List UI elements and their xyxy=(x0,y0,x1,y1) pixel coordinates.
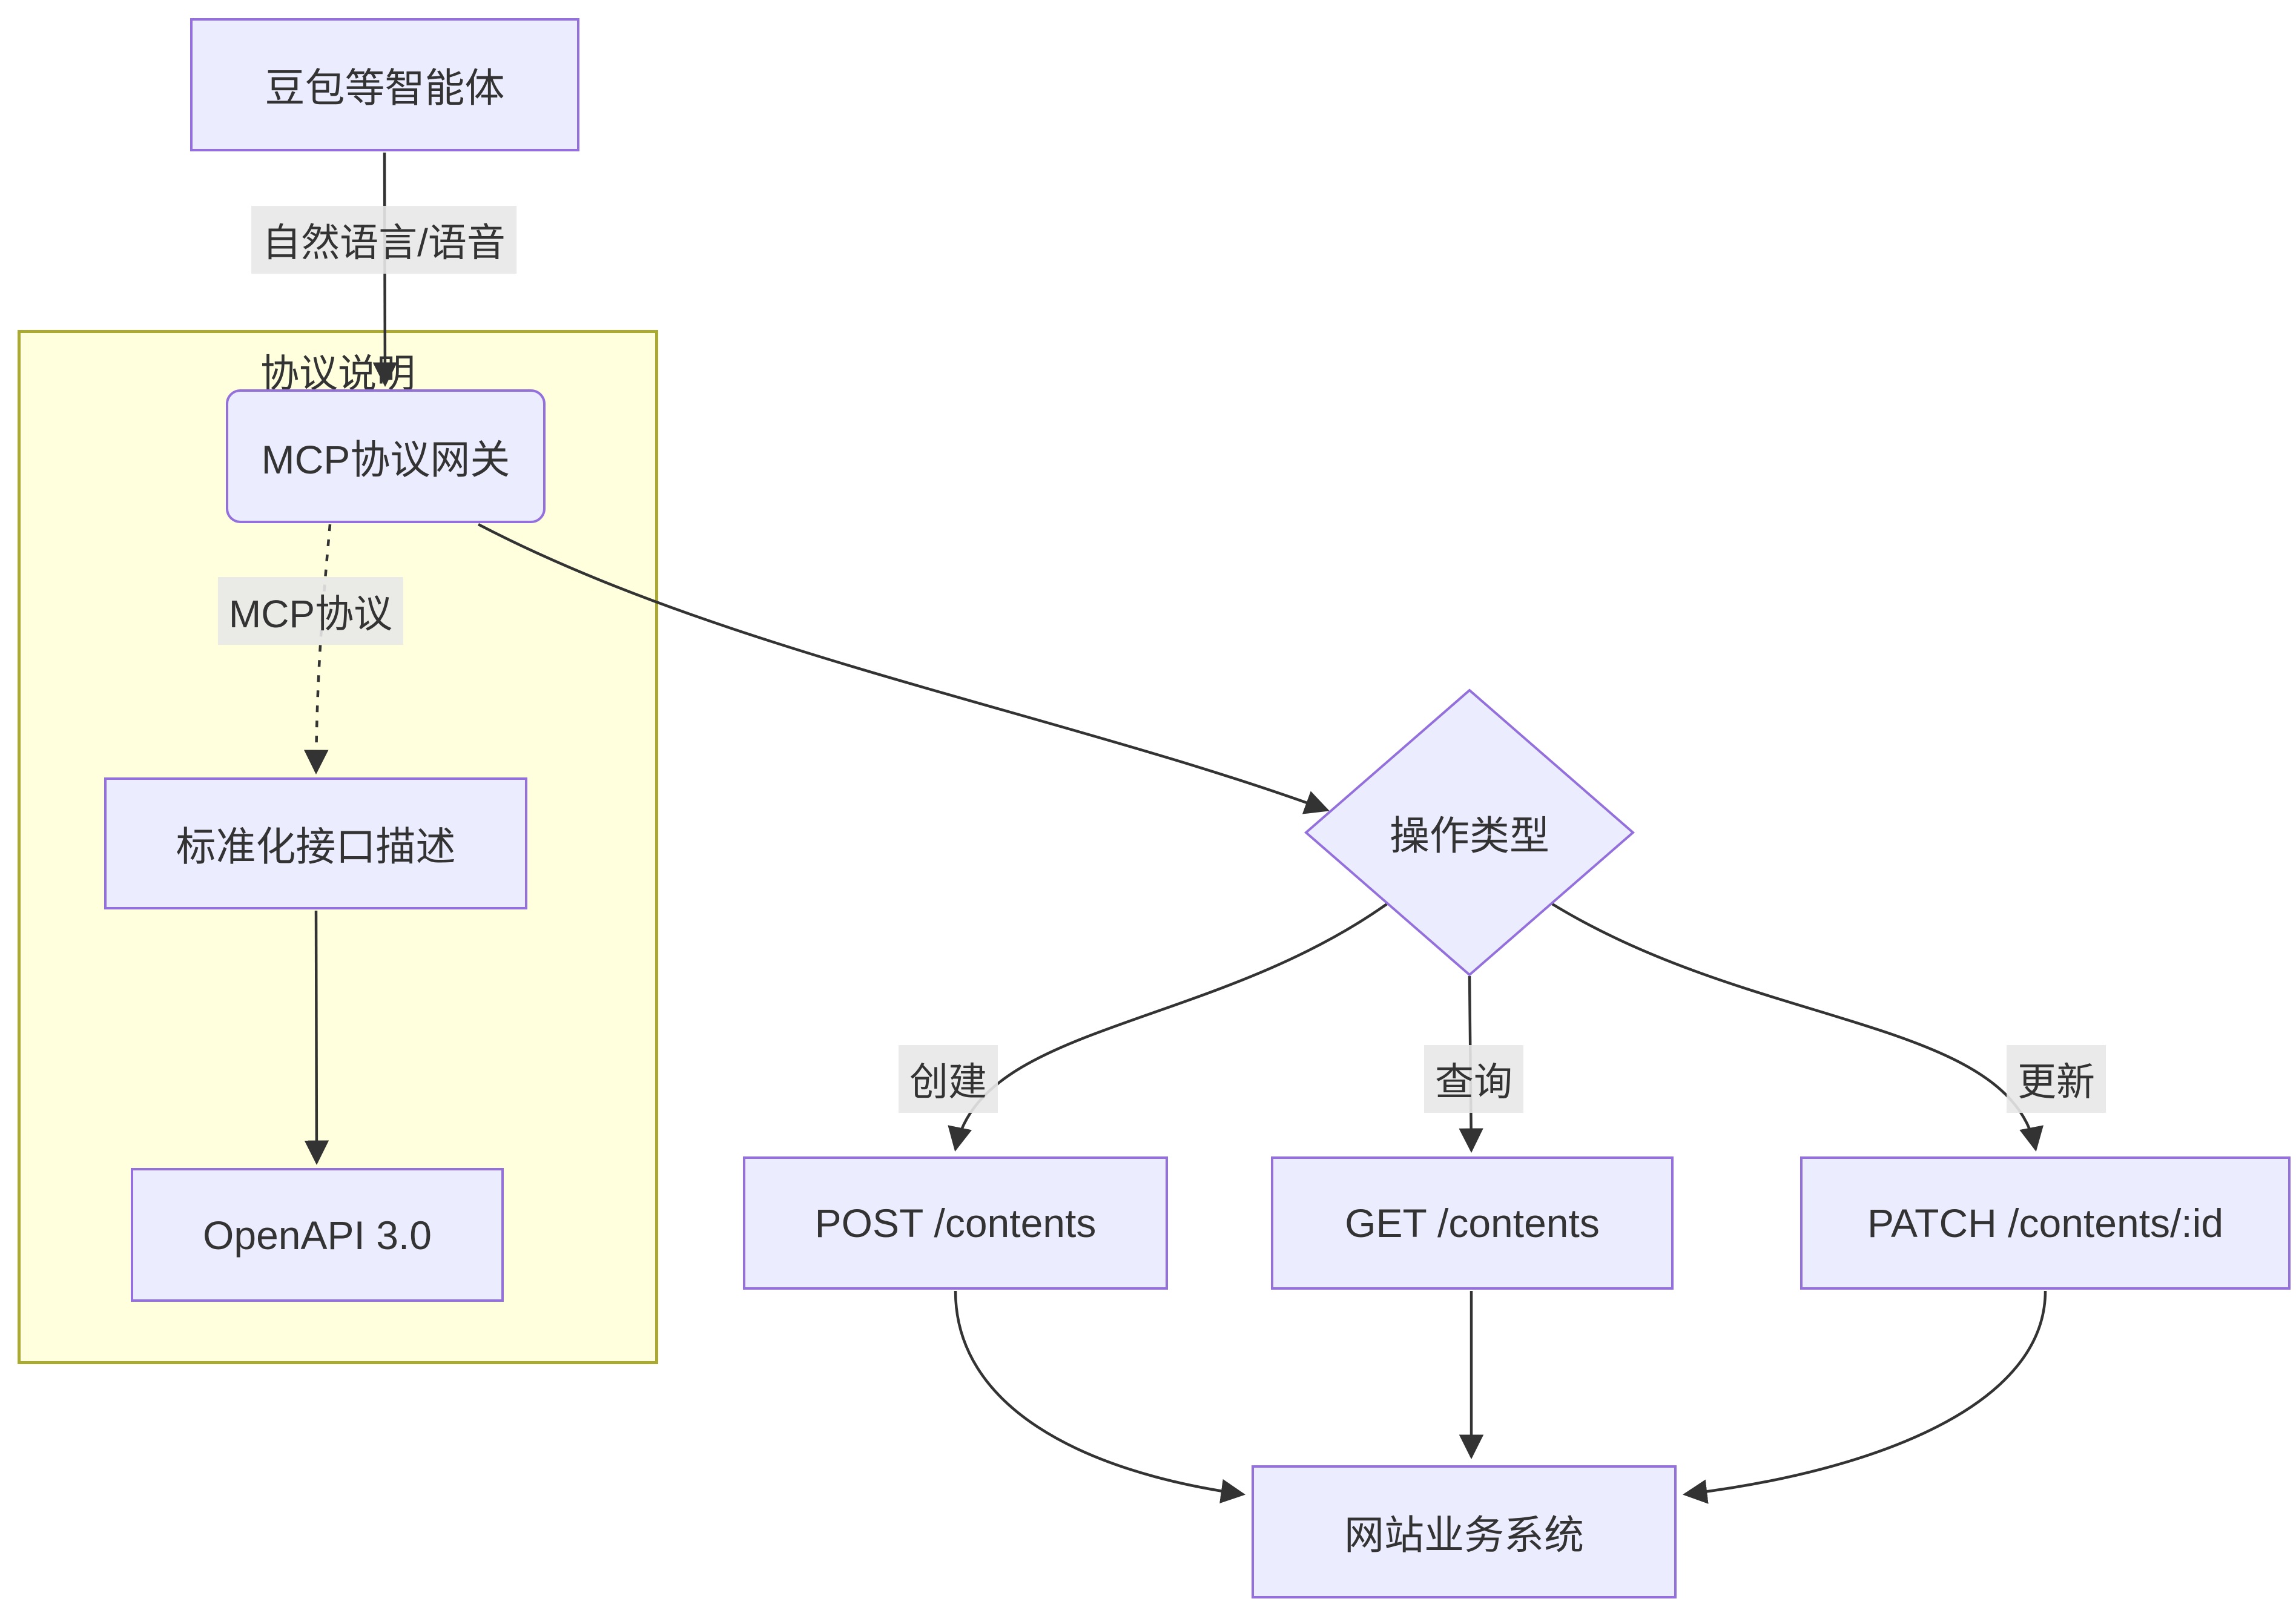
node-openapi: OpenAPI 3.0 xyxy=(131,1168,504,1302)
node-post-endpoint-label: POST /contents xyxy=(814,1201,1097,1245)
node-interface-desc-label: 标准化接口描述 xyxy=(176,824,456,869)
node-gateway-label: MCP协议网关 xyxy=(261,437,510,482)
node-post-endpoint: POST /contents xyxy=(743,1156,1168,1290)
edge-gateway-to-interface-desc xyxy=(303,524,332,775)
edge-gateway-to-operation-type xyxy=(477,523,1330,814)
node-gateway: MCP协议网关 xyxy=(226,389,546,523)
node-interface-desc: 标准化接口描述 xyxy=(104,777,527,909)
edge-interface-desc-to-openapi xyxy=(304,910,329,1166)
edge-label-query: 查询 xyxy=(1424,1045,1523,1113)
edge-operation-type-to-patch xyxy=(1550,902,2044,1152)
node-patch-endpoint: PATCH /contents/:id xyxy=(1800,1156,2291,1290)
edge-label-mcp-protocol: MCP协议 xyxy=(217,577,404,645)
edge-label-natural-language: 自然语言/语音 xyxy=(251,206,516,274)
node-operation-type-label: 操作类型 xyxy=(1390,813,1549,858)
edge-patch-to-website xyxy=(1682,1290,2047,1504)
edge-label-create: 创建 xyxy=(899,1045,998,1113)
edge-operation-type-to-post xyxy=(948,902,1389,1152)
node-patch-endpoint-label: PATCH /contents/:id xyxy=(1867,1201,2224,1245)
edge-post-to-website xyxy=(954,1290,1246,1504)
node-website-label: 网站业务系统 xyxy=(1344,1512,1584,1557)
node-get-endpoint-label: GET /contents xyxy=(1345,1201,1600,1245)
node-openapi-label: OpenAPI 3.0 xyxy=(203,1212,432,1258)
node-get-endpoint: GET /contents xyxy=(1271,1156,1674,1290)
node-website: 网站业务系统 xyxy=(1252,1465,1677,1598)
node-agent-label: 豆包等智能体 xyxy=(265,65,505,110)
node-agent: 豆包等智能体 xyxy=(190,18,579,151)
edge-label-update: 更新 xyxy=(2007,1045,2106,1113)
operation-type-diamond-shape xyxy=(1304,688,1635,977)
